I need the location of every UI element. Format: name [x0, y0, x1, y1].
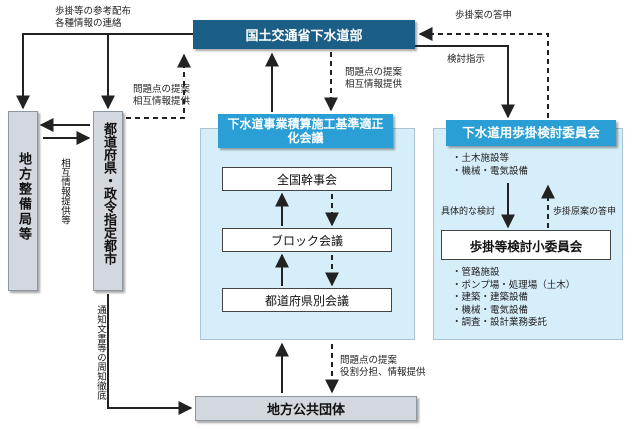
label-reference-distribution: 歩掛等の参考配布 各種情報の連絡	[55, 6, 132, 29]
label-problem-proposal-center: 問題点の提案 相互情報提供	[345, 67, 403, 90]
block-meeting-box: ブロック会議	[222, 228, 392, 252]
label-study-instruction: 検討指示	[447, 54, 486, 65]
subcommittee-item: ・建築・建築設備	[452, 292, 529, 303]
subcommittee-items: ・管路施設 ・ポンプ場・処理場（土木） ・建築・建築設備 ・機械・電気設備 ・調…	[452, 267, 575, 330]
committee-items: ・土木施設等 ・機械・電気設備	[452, 153, 528, 178]
label-draft-answer: 歩掛原案の答申	[553, 207, 617, 217]
label-mutual-info: 相互情報提供等	[59, 158, 70, 225]
council-title: 下水道事業積算施工基準適正化会議	[218, 114, 393, 148]
prefecture-label: 都道府県・政令指定都市	[101, 122, 116, 265]
national-meeting-box: 全国幹事会	[222, 167, 392, 191]
subcommittee-item: ・管路施設	[452, 267, 500, 278]
label-specific-study: 具体的な検討	[441, 207, 496, 217]
regional-bureau-box: 地方整備局等	[8, 111, 38, 291]
prefecture-box: 都道府県・政令指定都市	[93, 111, 123, 291]
label-answer-to-proposal: 歩掛案の答申	[455, 10, 513, 21]
pref-meeting-box: 都道府県別会議	[222, 288, 392, 312]
committee-item: ・機械・電気設備	[452, 165, 529, 177]
regional-bureau-label: 地方整備局等	[16, 152, 31, 242]
mlit-box: 国土交通省下水道部	[193, 20, 415, 49]
subcommittee-item: ・機械・電気設備	[452, 304, 529, 316]
subcommittee-box: 歩掛等検討小委員会	[441, 230, 611, 260]
label-problem-proposal-left: 問題点の提案 相互情報提供	[133, 84, 191, 107]
committee-title: 下水道用歩掛検討委員会	[446, 120, 616, 146]
local-gov-box: 地方公共団体	[195, 396, 417, 421]
subcommittee-item: ・ポンプ場・処理場（土木）	[452, 279, 576, 291]
label-problem-roles: 問題点の提案 役割分担、情報提供	[340, 355, 426, 378]
label-notice-dissemination: 通知文書等の周知徹底	[95, 305, 106, 400]
committee-item: ・土木施設等	[452, 153, 510, 164]
subcommittee-item: ・調査・設計業務委託	[452, 317, 548, 328]
